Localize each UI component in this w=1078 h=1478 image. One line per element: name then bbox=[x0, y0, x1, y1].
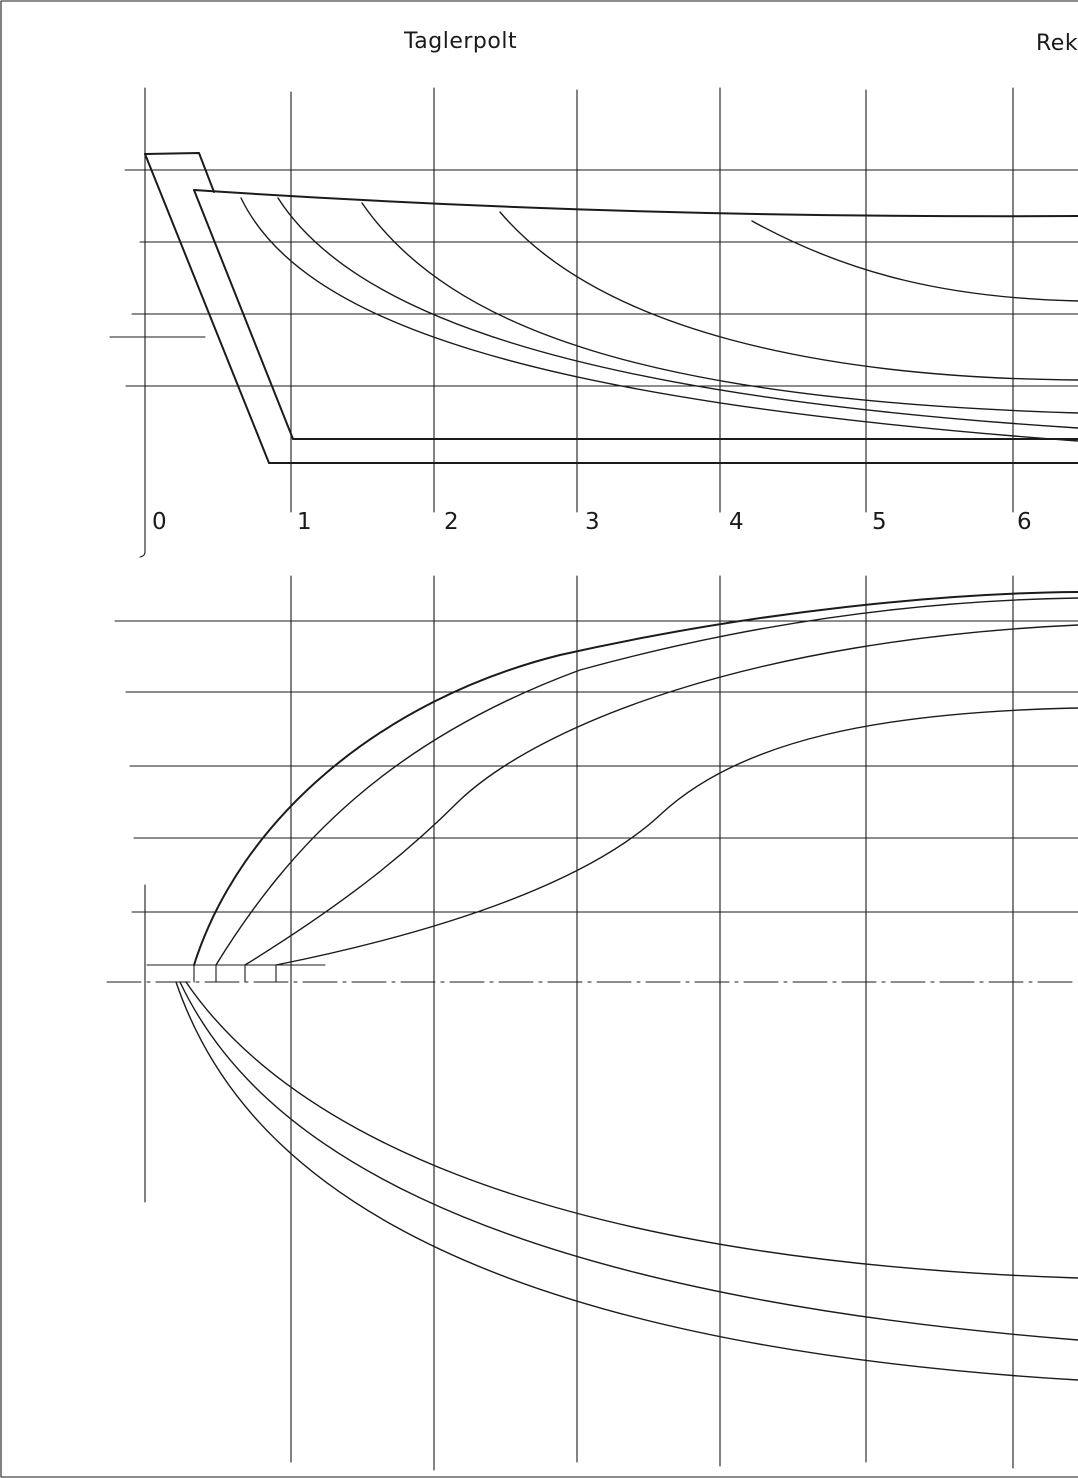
diagonal-1 bbox=[175, 981, 1078, 1381]
waterline-1 bbox=[215, 597, 1078, 966]
plan-waterlines bbox=[193, 591, 1078, 966]
buttock-line-3 bbox=[361, 202, 1078, 414]
plan-diagonals bbox=[175, 981, 1078, 1381]
diagonal-3 bbox=[185, 981, 1078, 1279]
station-label-5: 5 bbox=[872, 509, 887, 535]
transom-top bbox=[144, 152, 215, 193]
profile-waterlines bbox=[109, 169, 1078, 558]
buttock-line-2 bbox=[277, 197, 1078, 429]
plan-station-lines bbox=[144, 575, 1014, 1471]
sheer-half-breadth bbox=[193, 591, 1078, 966]
buttock-line-1 bbox=[240, 197, 1078, 442]
station-label-1: 1 bbox=[297, 509, 312, 535]
station-label-4: 4 bbox=[729, 509, 744, 535]
plan-buttock-grid bbox=[106, 620, 1078, 983]
sheer-line bbox=[193, 189, 1078, 218]
keel-outer-line bbox=[144, 153, 1078, 464]
profile-view bbox=[109, 87, 1078, 558]
plan-view bbox=[106, 575, 1078, 1471]
second-title: Rek bbox=[1036, 31, 1078, 56]
station-label-2: 2 bbox=[444, 509, 459, 535]
station-zero-hook bbox=[139, 551, 146, 558]
hull-outline bbox=[144, 152, 1078, 464]
buttock-lines bbox=[240, 197, 1078, 442]
profile-station-lines bbox=[144, 87, 1014, 553]
station-label-0: 0 bbox=[152, 509, 167, 535]
waterline-2 bbox=[244, 624, 1078, 966]
buttock-line-5 bbox=[751, 220, 1078, 302]
station-label-6: 6 bbox=[1017, 509, 1032, 535]
station-label-3: 3 bbox=[585, 509, 600, 535]
profile-title: Taglerpolt bbox=[404, 29, 518, 54]
diagonal-2 bbox=[179, 981, 1078, 1341]
waterline-3 bbox=[275, 707, 1078, 966]
buttock-line-4 bbox=[499, 211, 1078, 381]
keel-inner-line bbox=[193, 189, 1078, 440]
